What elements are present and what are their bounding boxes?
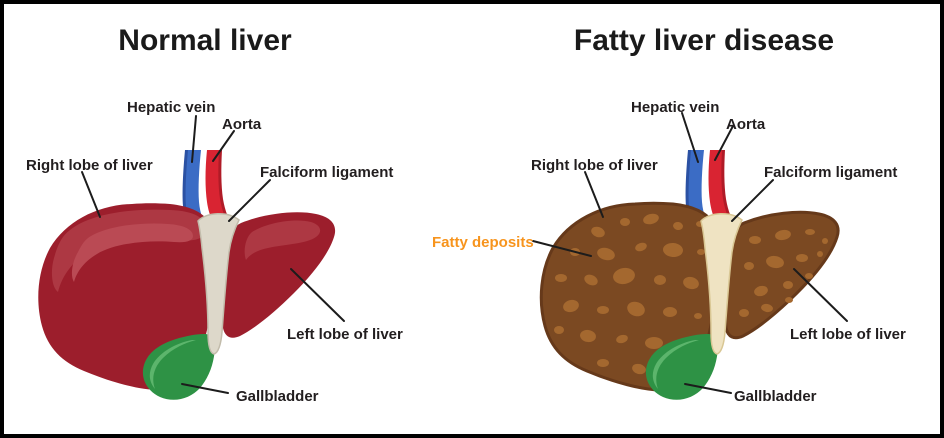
fatty-deposit-spot: [555, 274, 567, 282]
fatty-deposit-spot: [645, 337, 663, 349]
fatty-deposit-spots: [554, 213, 828, 375]
fatty-deposit-spot: [783, 281, 793, 289]
fatty-deposit-spot: [805, 229, 815, 235]
fatty-deposit-spot: [744, 262, 754, 270]
leader-hepatic-vein-normal: [191, 115, 197, 163]
title-fatty-liver-disease: Fatty liver disease: [573, 24, 835, 57]
label-aorta-normal: Aorta: [222, 116, 262, 133]
fatty-deposit-spot: [761, 303, 773, 313]
fatty-deposit-spot: [554, 326, 564, 334]
fatty-liver-illustration: [539, 150, 840, 400]
label-falciform-normal: Falciform ligament: [260, 164, 394, 181]
label-left-lobe-normal: Left lobe of liver: [287, 326, 403, 343]
liver-artwork: [38, 112, 848, 400]
label-fatty-deposits: Fatty deposits: [432, 234, 534, 251]
fatty-deposit-spot: [620, 218, 630, 226]
fatty-deposit-spot: [580, 329, 596, 343]
fatty-deposit-spot: [754, 285, 768, 297]
leader-right-lobe-fatty: [584, 171, 604, 218]
fatty-deposit-spot: [627, 301, 645, 317]
leader-falciform-normal: [228, 179, 271, 222]
label-right-lobe-fatty: Right lobe of liver: [531, 157, 658, 174]
leader-left-lobe-normal: [290, 268, 345, 322]
leader-gallbladder-normal: [181, 383, 229, 394]
fatty-deposit-spot: [697, 249, 705, 255]
fatty-deposit-spot: [673, 221, 683, 231]
leader-right-lobe-normal: [81, 171, 101, 218]
fatty-deposit-spot: [694, 313, 702, 319]
leader-aorta-normal: [212, 130, 235, 162]
fatty-deposit-spot: [632, 363, 646, 375]
label-right-lobe-normal: Right lobe of liver: [26, 157, 153, 174]
fatty-deposit-spot: [597, 359, 609, 367]
fatty-deposit-spot: [597, 247, 615, 261]
title-normal-liver: Normal liver: [118, 24, 292, 57]
label-falciform-fatty: Falciform ligament: [764, 164, 898, 181]
fatty-deposit-spot: [563, 299, 579, 313]
leader-gallbladder-fatty: [684, 383, 732, 394]
fatty-deposit-spot: [749, 236, 761, 244]
leader-falciform-fatty: [731, 179, 774, 222]
fatty-deposit-spot: [766, 255, 784, 269]
leader-fatty-deposits: [532, 240, 592, 257]
fatty-deposit-spot: [597, 306, 609, 314]
fatty-deposit-spot: [613, 267, 635, 285]
fatty-deposit-spot: [796, 254, 808, 262]
fatty-deposit-spot: [654, 275, 666, 285]
fatty-deposit-spot: [785, 297, 793, 303]
fatty-deposit-spot: [775, 229, 791, 241]
label-left-lobe-fatty: Left lobe of liver: [790, 326, 906, 343]
fatty-deposit-spot: [822, 238, 828, 244]
label-aorta-fatty: Aorta: [726, 116, 766, 133]
label-hepatic-vein-fatty: Hepatic vein: [631, 99, 720, 116]
leader-aorta-fatty: [714, 125, 734, 161]
fatty-deposit-spot: [584, 274, 598, 286]
leader-lines: [81, 112, 848, 394]
fatty-deposit-spot: [817, 251, 823, 257]
fatty-deposit-spot: [591, 226, 605, 238]
leader-hepatic-vein-fatty: [681, 112, 699, 163]
fatty-deposit-spot: [643, 213, 659, 225]
fatty-deposit-spot: [663, 307, 677, 317]
label-gallbladder-normal: Gallbladder: [236, 388, 319, 405]
leader-left-lobe-fatty: [793, 268, 848, 322]
normal-liver-illustration: [38, 150, 336, 400]
fatty-deposit-spot: [683, 276, 699, 290]
fatty-deposit-spot: [739, 309, 749, 317]
fatty-deposit-spot: [635, 242, 647, 252]
fatty-deposit-spot: [663, 242, 683, 258]
fatty-deposit-spot: [805, 273, 813, 279]
fatty-deposit-spot: [616, 334, 628, 344]
label-hepatic-vein-normal: Hepatic vein: [127, 99, 216, 116]
label-gallbladder-fatty: Gallbladder: [734, 388, 817, 405]
